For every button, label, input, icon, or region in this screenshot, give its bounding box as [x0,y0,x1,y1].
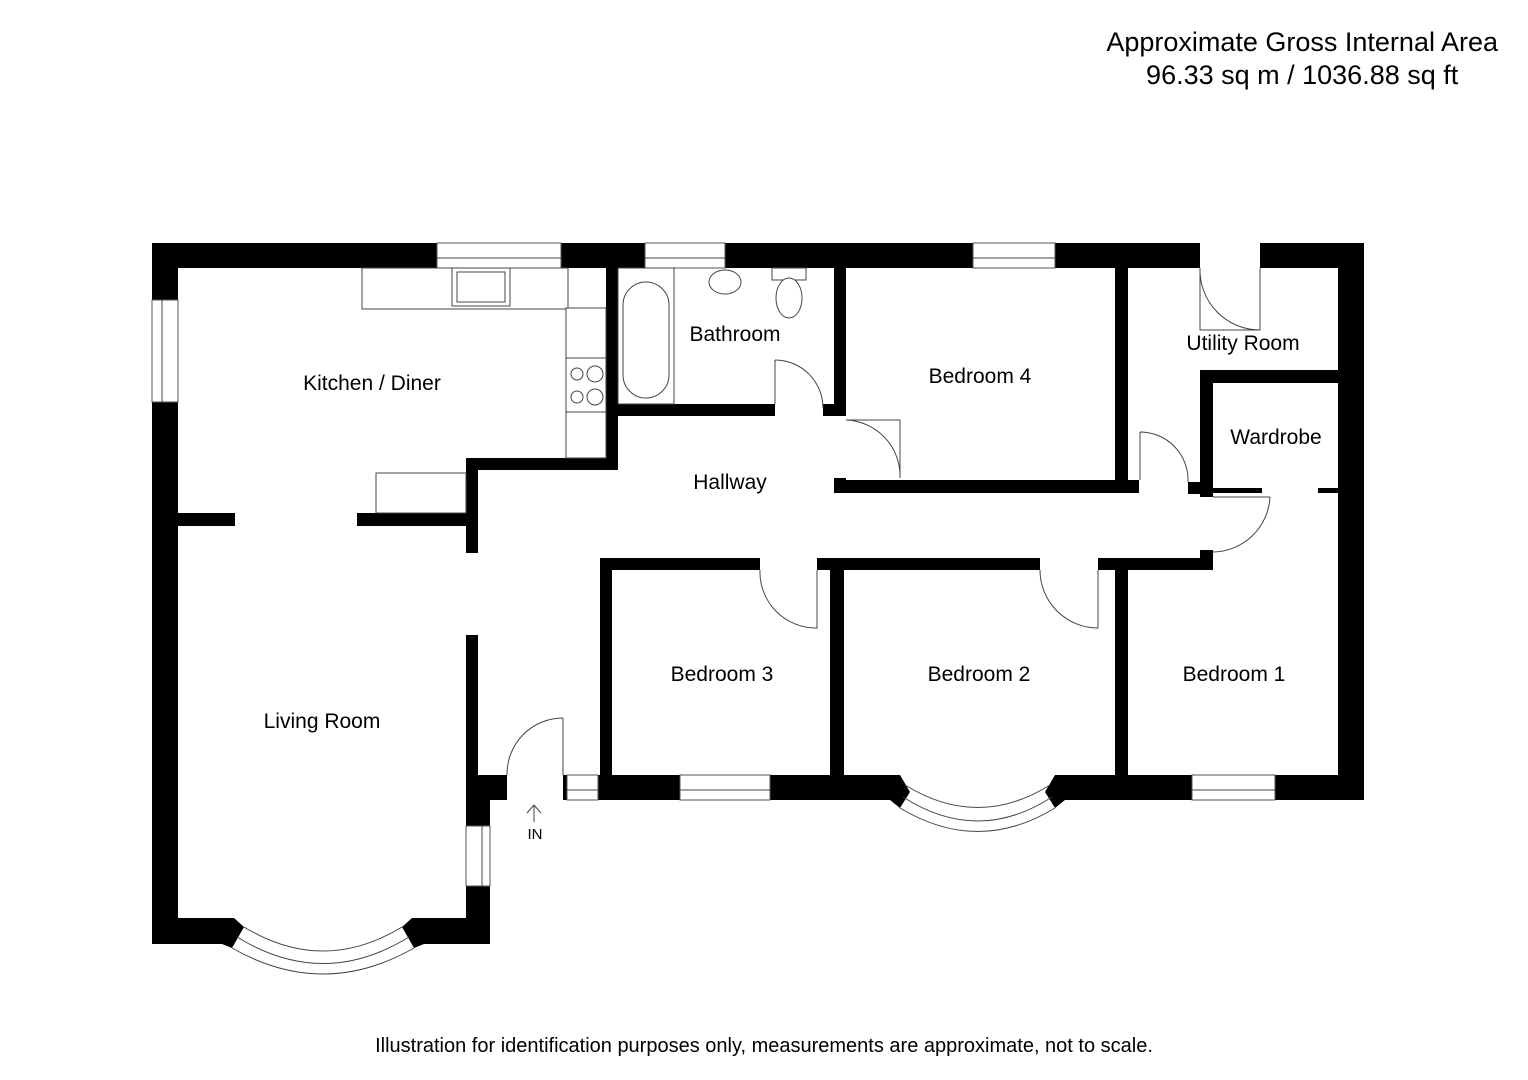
room-label-bedroom-3: Bedroom 3 [671,663,774,686]
windows [151,242,1276,975]
room-label-bedroom-4: Bedroom 4 [929,365,1032,388]
entrance-marker: IN [526,804,543,843]
room-label-hallway: Hallway [693,471,767,494]
doors [506,267,1271,776]
entrance-label: IN [528,826,543,843]
room-label-bathroom: Bathroom [689,323,780,346]
room-labels: Kitchen / Diner Bathroom Bedroom 4 Utili… [264,323,1322,733]
room-label-utility: Utility Room [1186,332,1299,355]
room-label-wardrobe: Wardrobe [1230,426,1321,449]
room-label-bedroom-1: Bedroom 1 [1183,663,1286,686]
room-label-bedroom-2: Bedroom 2 [928,663,1031,686]
area-title: Approximate Gross Internal Area [1106,27,1498,57]
area-value: 96.33 sq m / 1036.88 sq ft [1146,60,1459,90]
hob-icon [565,357,607,413]
basin-icon [708,269,742,295]
disclaimer: Illustration for identification purposes… [375,1035,1153,1057]
fixtures [361,267,807,514]
room-label-living: Living Room [264,710,381,733]
walls [152,243,1364,948]
room-label-kitchen: Kitchen / Diner [303,372,441,395]
kitchen-unit [375,472,467,514]
area-summary: Approximate Gross Internal Area 96.33 sq… [1106,26,1498,92]
